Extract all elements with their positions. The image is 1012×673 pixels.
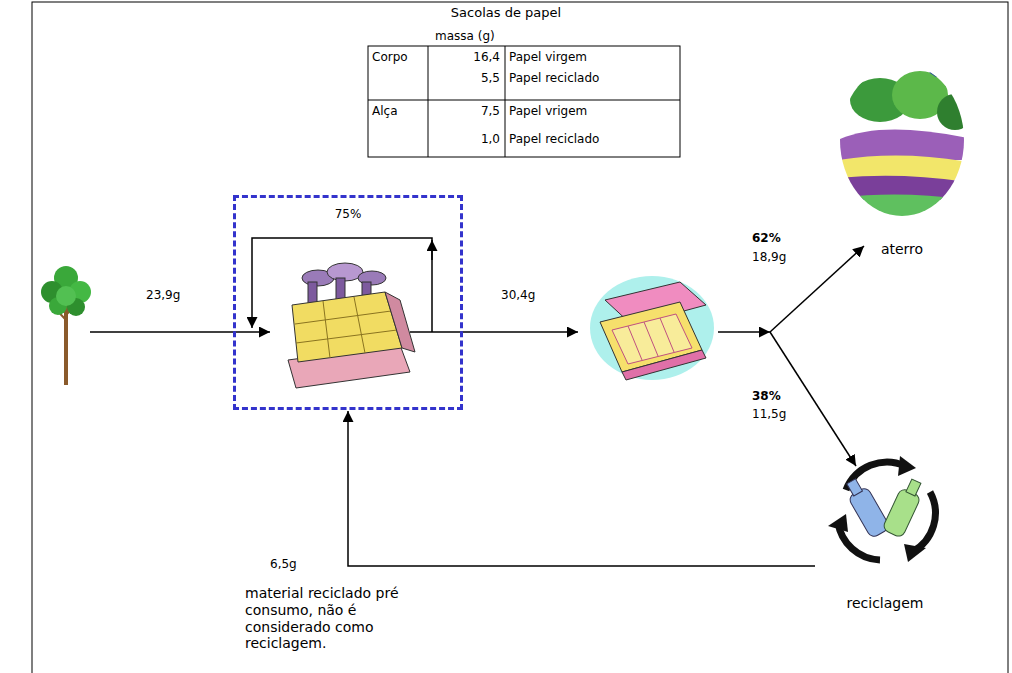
mass-value: 5,5 (481, 71, 500, 85)
bag-icon (590, 276, 714, 380)
flow-mass: 23,9g (146, 288, 180, 302)
tree-icon (41, 266, 91, 385)
process-region: 75% (233, 195, 463, 410)
mass-table (368, 46, 680, 157)
flow-percent: 38% (752, 389, 781, 403)
mass-value: 16,4 (473, 50, 500, 64)
landfill-icon (838, 62, 973, 222)
flow-mass: 30,4g (501, 288, 535, 302)
flow-mass: 18,9g (752, 250, 786, 264)
note: material reciclado pré consumo, não é co… (245, 585, 427, 652)
row-name: Corpo (372, 50, 408, 64)
material-name: Papel virgem (509, 50, 587, 64)
recycling-icon (828, 456, 935, 562)
node-label: reciclagem (815, 595, 955, 612)
node-label: 75% (236, 207, 460, 221)
flow-connector (348, 411, 815, 566)
flow-mass: 6,5g (268, 557, 299, 571)
material-name: Papel reciclado (509, 132, 599, 146)
diagram-title: Sacolas de papel (0, 5, 1012, 21)
flow-percent: 62% (752, 231, 781, 245)
recycling-node: reciclagem (815, 448, 955, 614)
mass-value: 1,0 (481, 132, 500, 146)
frame (32, 2, 1008, 673)
mass-value: 7,5 (481, 104, 500, 118)
node-label: aterro (836, 241, 968, 258)
flow-mass: 11,5g (752, 407, 786, 421)
material-name: Papel reciclado (509, 71, 599, 85)
row-name: Alça (372, 104, 398, 118)
flow-arrows (90, 238, 864, 466)
landfill-node: aterro (836, 56, 968, 260)
factory-icon (288, 263, 415, 388)
material-name: Papel vrigem (509, 104, 587, 118)
table-header: massa (g) (435, 29, 495, 43)
